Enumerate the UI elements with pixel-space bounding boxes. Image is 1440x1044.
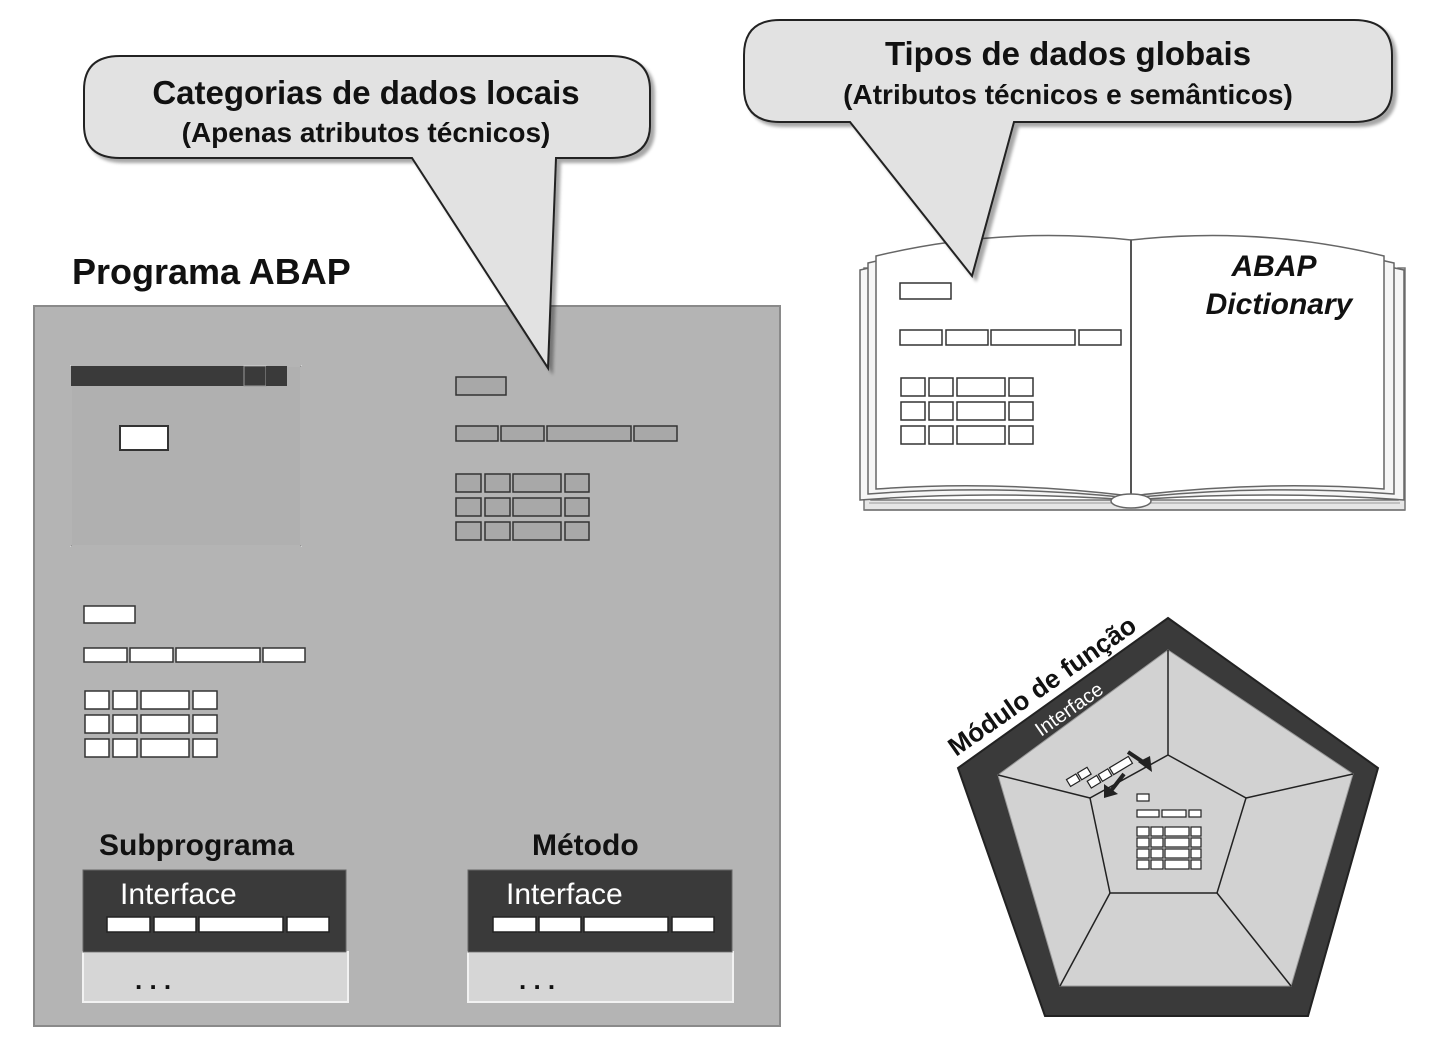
data-object-table	[84, 690, 218, 758]
local-data-types	[455, 376, 678, 541]
abap-dictionary-book	[859, 234, 1406, 511]
window-field	[119, 425, 169, 451]
local-elementary-type	[455, 376, 507, 396]
dictionary-label-line1: ABAP	[1230, 250, 1317, 283]
global-table-type	[900, 377, 1034, 445]
subprogram-interface-params	[106, 916, 330, 933]
interface-arrow-out	[1104, 772, 1126, 798]
method-interface-params	[492, 916, 715, 933]
function-module-local-data	[1136, 793, 1202, 870]
method-title: Método	[532, 829, 639, 862]
function-module-interface-params	[1065, 755, 1134, 789]
method-body-ellipsis: . . .	[519, 965, 555, 995]
program-title: Programa ABAP	[72, 251, 351, 292]
dictionary-label-line2: Dictionary	[1206, 288, 1354, 321]
callout-global-title: Tipos de dados globais	[885, 35, 1251, 72]
data-object-structure	[83, 647, 306, 663]
method-box	[467, 869, 734, 1003]
data-object-field	[83, 605, 136, 624]
local-structure-type	[455, 425, 678, 442]
global-elementary-type	[899, 282, 952, 300]
method-interface-label: Interface	[506, 878, 623, 911]
interface-arrow-in	[1126, 750, 1152, 772]
callout-local-subtitle: (Apenas atributos técnicos)	[182, 117, 551, 148]
program-data-objects	[83, 605, 306, 758]
global-data-types	[899, 282, 1122, 445]
subprogram-interface-label: Interface	[120, 878, 237, 911]
program-window	[70, 365, 302, 547]
local-table-type	[455, 473, 590, 541]
callout-global-bubble	[743, 19, 1393, 279]
global-structure-type	[899, 329, 1122, 346]
callout-local-title: Categorias de dados locais	[152, 74, 579, 111]
callout-local-bubble	[83, 55, 651, 372]
callout-global-subtitle: (Atributos técnicos e semânticos)	[843, 79, 1293, 110]
subprogram-title: Subprograma	[99, 829, 294, 862]
subprogram-body-ellipsis: . . .	[135, 965, 171, 995]
subprogram-box	[82, 869, 349, 1003]
